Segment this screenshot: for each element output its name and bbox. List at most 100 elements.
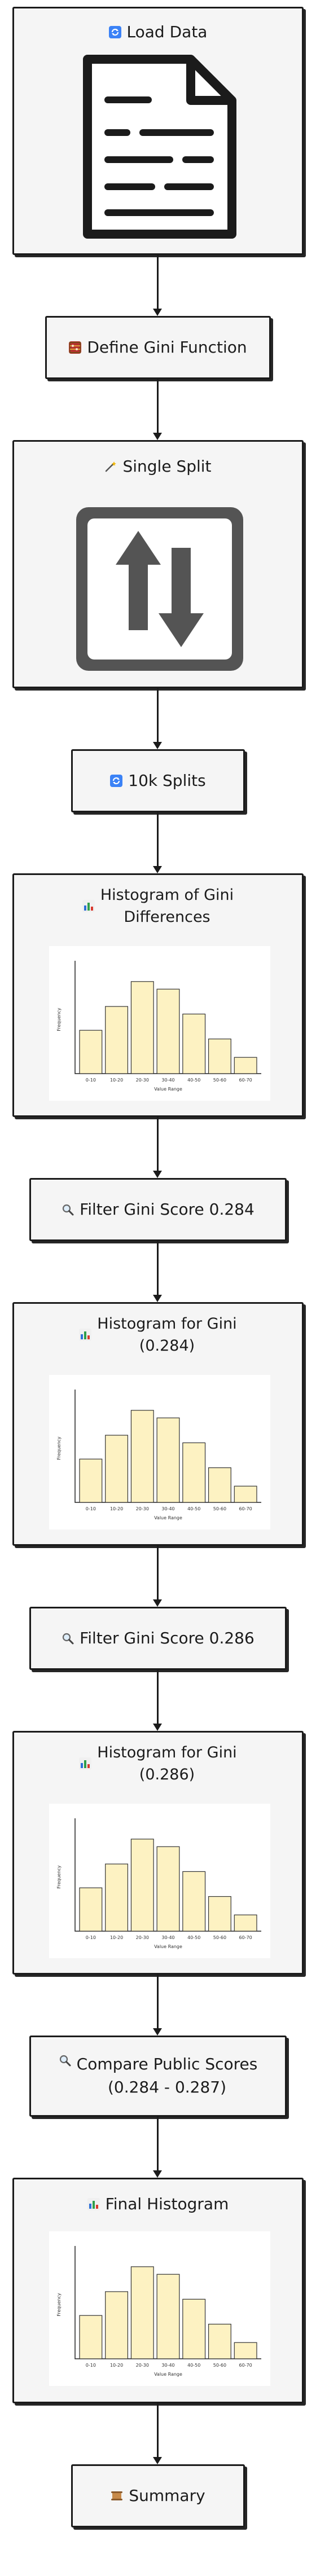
x-tick-label: 20-30 <box>136 1935 149 1940</box>
y-axis-label: Frequency <box>56 1436 62 1460</box>
histogram-bar <box>79 2315 103 2359</box>
histogram-bar <box>208 2323 231 2359</box>
connector-arrow <box>153 812 162 873</box>
x-axis-label: Value Range <box>154 2372 182 2377</box>
connector-arrow <box>153 688 162 749</box>
histogram-bar <box>234 2342 257 2359</box>
histogram-bar <box>79 1030 103 1074</box>
histogram-bar <box>156 988 180 1074</box>
histogram-bar <box>105 1006 129 1074</box>
histogram-bar <box>105 1863 129 1932</box>
x-tick-label: 40-50 <box>187 1506 200 1511</box>
x-tick-label: 30-40 <box>161 1078 174 1083</box>
node-label: 10k Splits <box>128 771 206 790</box>
x-tick-label: 60-70 <box>239 1506 252 1511</box>
histogram-bar <box>156 2274 180 2359</box>
node-label: Filter Gini Score 0.284 <box>80 1199 254 1219</box>
x-tick-label: 60-70 <box>239 1935 252 1940</box>
x-tick-label: 40-50 <box>187 1935 200 1940</box>
x-axis-label: Value Range <box>154 1944 182 1949</box>
x-tick-label: 50-60 <box>213 1078 226 1083</box>
document-icon <box>83 55 236 239</box>
bar-chart-emoji-icon <box>87 2198 100 2211</box>
histogram-bar <box>234 1914 257 1932</box>
node-10k-splits[interactable]: 10k Splits <box>71 749 245 812</box>
histogram-bar <box>105 2291 129 2359</box>
x-tick-label: 10-20 <box>110 1506 123 1511</box>
node-label: Filter Gini Score 0.286 <box>80 1628 254 1647</box>
x-tick-label: 60-70 <box>239 2363 252 2368</box>
refresh-emoji-icon <box>110 775 123 787</box>
node-label: Histogram of Gini Differences <box>100 886 234 926</box>
x-tick-label: 10-20 <box>110 1078 123 1083</box>
x-tick-label: 30-40 <box>161 1506 174 1511</box>
histogram-bar <box>105 1435 129 1503</box>
x-tick-label: 0-10 <box>86 2363 96 2368</box>
node-label: Single Split <box>122 457 212 476</box>
y-axis-label: Frequency <box>56 2293 62 2316</box>
node-label: Load Data <box>126 23 208 41</box>
bar-chart-emoji-icon <box>79 1757 92 1770</box>
x-tick-label: 10-20 <box>110 2363 123 2368</box>
node-label: Histogram for Gini (0.286) <box>97 1744 237 1784</box>
connector-arrow <box>153 2117 162 2178</box>
histogram-bar <box>182 1013 206 1074</box>
connector-arrow <box>153 1975 162 2036</box>
connector-arrow <box>153 1670 162 1731</box>
histogram-bar <box>234 1057 257 1074</box>
node-define-gini-function[interactable]: Define Gini Function <box>45 316 271 379</box>
node-histogram-gini-0286[interactable]: Histogram for Gini (0.286) Frequency 0-10… <box>12 1731 304 1975</box>
y-axis-label: Frequency <box>56 1865 62 1889</box>
magnifier-emoji-icon <box>62 1632 74 1645</box>
histogram-bar <box>208 1038 231 1074</box>
connector-arrow <box>153 1117 162 1178</box>
histogram-bar <box>182 1871 206 1932</box>
histogram-bar <box>130 1410 154 1503</box>
y-axis-label: Frequency <box>56 1008 62 1031</box>
magic-wand-emoji-icon <box>104 460 117 473</box>
node-label: Histogram for Gini (0.284) <box>97 1315 237 1355</box>
node-label: Define Gini Function <box>87 337 247 357</box>
x-tick-label: 0-10 <box>86 1506 96 1511</box>
x-tick-label: 20-30 <box>136 1506 149 1511</box>
node-label: Final Histogram <box>105 2195 229 2213</box>
swap-arrows-icon <box>76 507 243 671</box>
histogram-bar <box>182 1442 206 1503</box>
node-filter-gini-0284[interactable]: Filter Gini Score 0.284 <box>29 1178 287 1241</box>
x-tick-label: 40-50 <box>187 1078 200 1083</box>
node-histogram-gini-0284[interactable]: Histogram for Gini (0.284) Frequency 0-10… <box>12 1302 304 1546</box>
histogram-bar <box>182 2298 206 2359</box>
histogram-bar <box>130 2266 154 2359</box>
histogram-bar <box>156 1846 180 1932</box>
x-tick-label: 0-10 <box>86 1935 96 1940</box>
magnifier-emoji-icon <box>59 2054 71 2067</box>
scroll-emoji-icon <box>111 2490 123 2502</box>
connector-arrow <box>153 1241 162 1302</box>
node-label: Compare Public Scores (0.284 - 0.287) <box>76 2055 258 2096</box>
histogram-bar <box>79 1887 103 1932</box>
abacus-emoji-icon <box>69 341 82 354</box>
x-tick-label: 50-60 <box>213 2363 226 2368</box>
x-tick-label: 30-40 <box>161 2363 174 2368</box>
refresh-emoji-icon <box>108 26 121 39</box>
node-compare-public-scores[interactable]: Compare Public Scores (0.284 - 0.287) <box>29 2036 287 2117</box>
node-filter-gini-0286[interactable]: Filter Gini Score 0.286 <box>29 1607 287 1670</box>
histogram-bar <box>208 1896 231 1932</box>
connector-arrow <box>153 379 162 440</box>
node-load-data[interactable]: Load Data <box>12 7 304 255</box>
histogram-bar <box>130 981 154 1074</box>
node-single-split[interactable]: Single Split <box>12 440 304 688</box>
node-summary[interactable]: Summary <box>71 2464 245 2527</box>
x-tick-label: 30-40 <box>161 1935 174 1940</box>
x-tick-label: 60-70 <box>239 1078 252 1083</box>
x-tick-label: 20-30 <box>136 1078 149 1083</box>
bar-chart-emoji-icon <box>82 900 95 913</box>
